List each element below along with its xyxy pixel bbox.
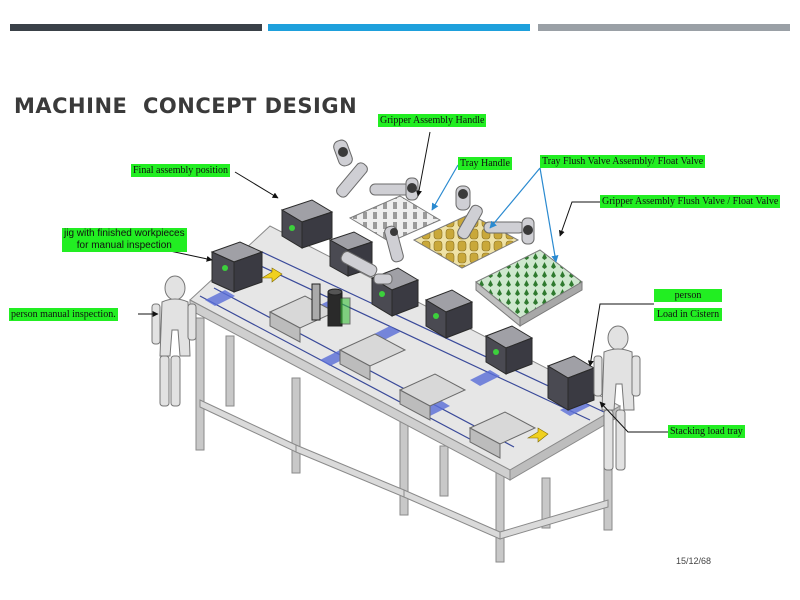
person-left bbox=[151, 275, 197, 407]
label-gripper-assembly-flush-valve: Gripper Assembly Flush Valve / Float Val… bbox=[600, 195, 781, 208]
robot-joints bbox=[338, 147, 533, 236]
table-crossbars bbox=[199, 399, 609, 540]
label-jig-line2: for manual inspection bbox=[76, 240, 172, 251]
header-bar-blue bbox=[268, 24, 530, 31]
slide-date: 15/12/68 bbox=[676, 556, 712, 566]
front-tray-fixtures bbox=[268, 295, 537, 459]
header-bar-dark bbox=[10, 24, 262, 31]
robot-arms bbox=[333, 139, 535, 285]
label-tray-flush-valve: Tray Flush Valve Assembly/ Float Valve bbox=[540, 155, 706, 168]
leader-lines-blue bbox=[431, 164, 559, 263]
cistern-boxes bbox=[210, 199, 596, 411]
cistern-logos bbox=[222, 225, 499, 355]
table-legs bbox=[195, 317, 613, 563]
flow-arrows bbox=[260, 267, 549, 443]
person-right bbox=[593, 325, 641, 471]
slide-title: MACHINE CONCEPT DESIGN bbox=[14, 94, 358, 118]
label-jig-finished-workpieces: jig with finished workpieces for manual … bbox=[62, 228, 187, 252]
label-final-assembly-position: Final assembly position bbox=[131, 164, 230, 177]
label-person-manual-inspection: person manual inspection. bbox=[9, 308, 118, 321]
label-load-in-cistern: Load in Cistern bbox=[654, 308, 722, 321]
label-gripper-assembly-handle: Gripper Assembly Handle bbox=[378, 114, 487, 127]
table-top bbox=[189, 225, 622, 481]
label-tray-handle: Tray Handle bbox=[458, 157, 512, 170]
label-stacking-load-tray: Stacking load tray bbox=[668, 425, 745, 438]
drum-stack bbox=[311, 283, 351, 327]
label-jig-line1: jig with finished workpieces bbox=[64, 228, 185, 239]
header-bar-gray bbox=[538, 24, 790, 31]
label-person: person bbox=[654, 289, 722, 302]
